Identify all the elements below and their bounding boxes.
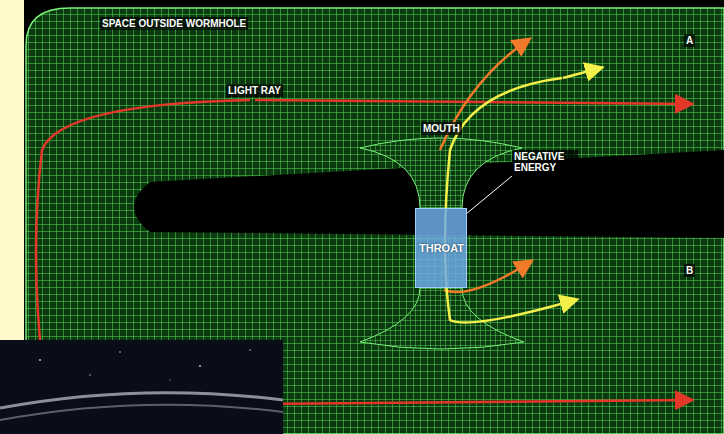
callout-label: LIGHT RAY bbox=[226, 84, 283, 97]
callout-label: MOUTH bbox=[421, 122, 462, 135]
callout-label: SPACE OUTSIDE WORMHOLE bbox=[100, 17, 248, 30]
node-label: THROAT bbox=[419, 242, 464, 254]
callout-label: B bbox=[684, 264, 695, 277]
throat-tube: THROAT bbox=[415, 208, 467, 288]
callout-label: A bbox=[684, 34, 695, 47]
callout-label: NEGATIVE ENERGY bbox=[512, 150, 578, 174]
